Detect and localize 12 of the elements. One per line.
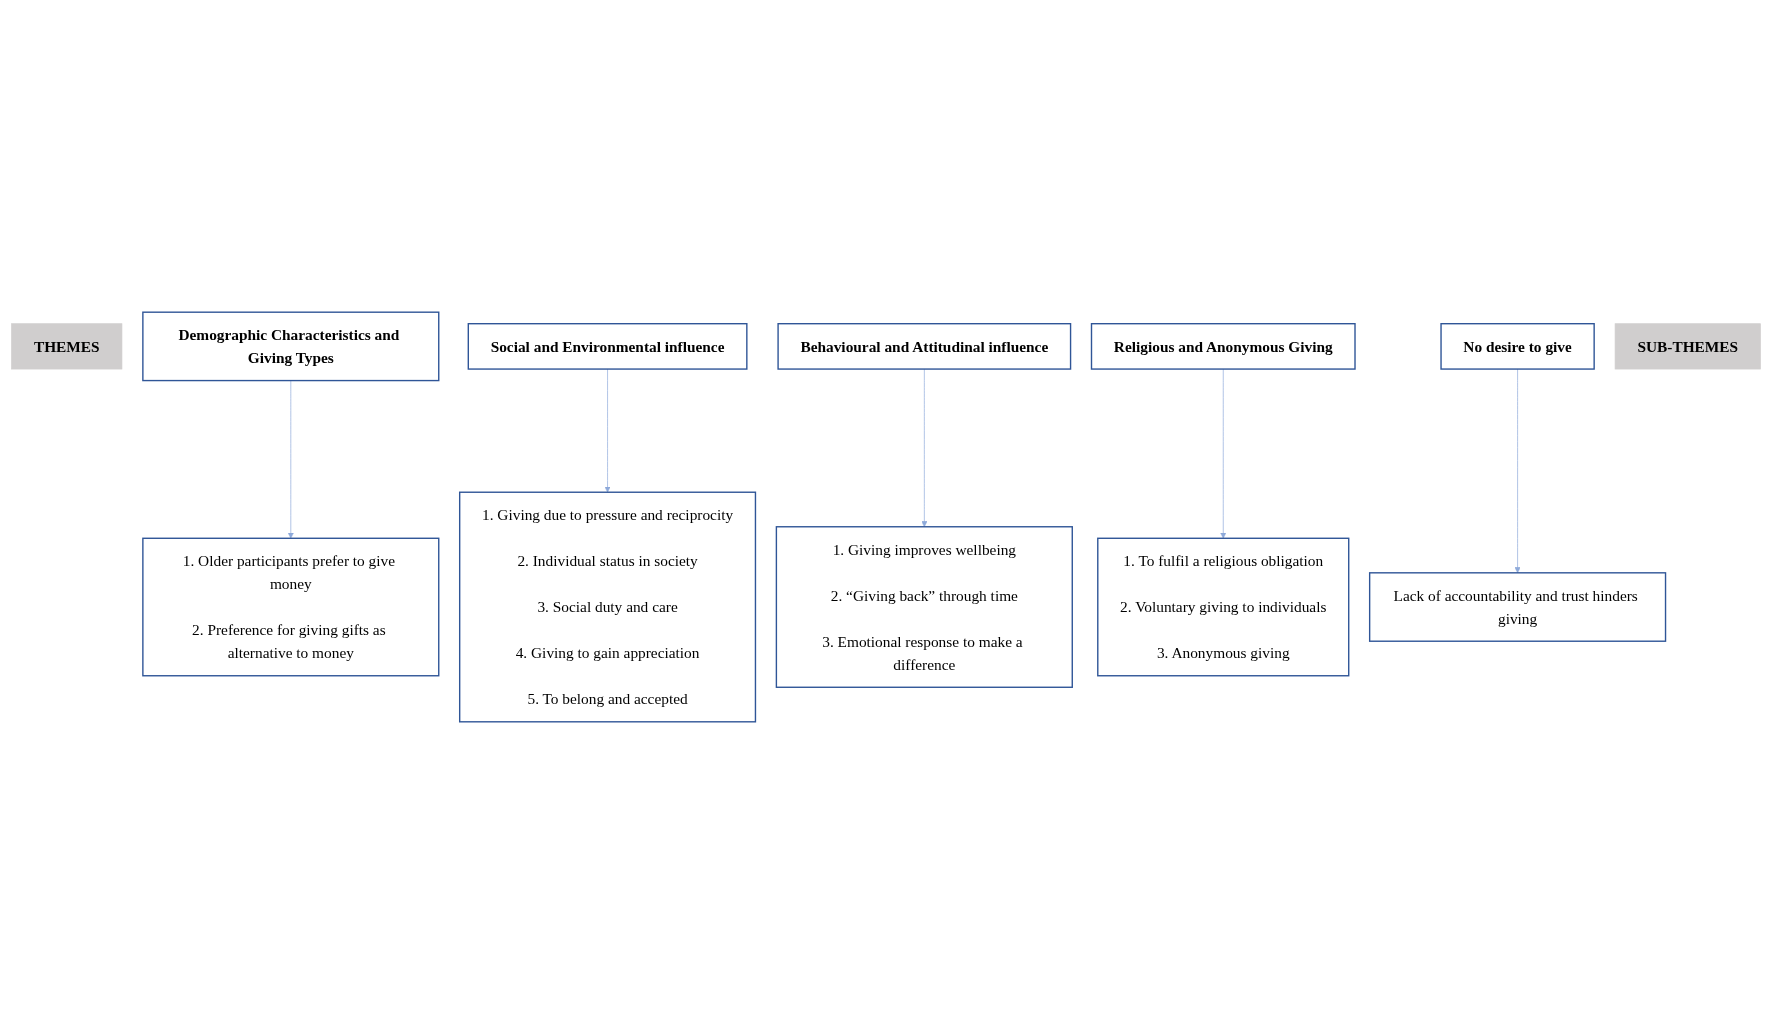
node-box: Demographic Characteristics and Giving Types xyxy=(142,311,440,381)
node-box: 1. To fulfil a religious obligation 2. Voluntary giving to individuals 3. Anonymous giving xyxy=(1097,537,1350,676)
node-box: Religious and Anonymous Giving xyxy=(1090,322,1356,370)
node-box: 1. Older participants prefer to give money 2. Preference for giving gifts as alternative to money xyxy=(142,537,440,676)
node-box: Lack of accountability and trust hinders giving xyxy=(1368,571,1667,642)
node-box: SUB-THEMES xyxy=(1614,322,1761,369)
node-box: 1. Giving due to pressure and reciprocity 2. Individual status in society 3. Social duty and care 4. Giving to gain appreciation 5. To belong and accepted xyxy=(459,491,757,722)
node-box: 1. Giving improves wellbeing 2. “Giving back” through time 3. Emotional response to make a difference xyxy=(775,525,1073,688)
node-box: THEMES xyxy=(11,322,123,369)
node-box: Behavioural and Attitudinal influence xyxy=(777,322,1072,370)
node-box: Social and Environmental influence xyxy=(467,322,748,370)
node-box: No desire to give xyxy=(1440,322,1595,370)
